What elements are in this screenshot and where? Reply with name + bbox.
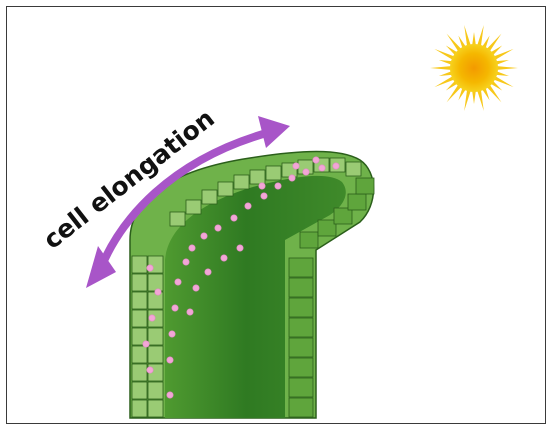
sun-ray [464, 89, 471, 111]
epidermis-cell [148, 346, 163, 363]
epidermis-cell [266, 166, 281, 180]
epidermis-cell [289, 298, 313, 317]
auxin-dot [147, 265, 153, 271]
auxin-dot [261, 193, 267, 199]
auxin-dot [169, 331, 175, 337]
sun-icon [430, 25, 518, 111]
epidermis-cell [132, 310, 147, 327]
auxin-dot [187, 309, 193, 315]
sun-ray [472, 32, 476, 46]
epidermis-cell [132, 364, 147, 381]
epidermis-cell [148, 274, 163, 291]
arrow-head-top [258, 116, 290, 148]
auxin-dot [259, 183, 265, 189]
epidermis-cell [289, 378, 313, 397]
epidermis-cell [250, 170, 265, 184]
epidermis-cell [132, 256, 147, 273]
epidermis-cell [202, 190, 217, 204]
auxin-dot [215, 225, 221, 231]
auxin-dot [221, 255, 227, 261]
auxin-dot [313, 157, 319, 163]
epidermis-cell [346, 162, 361, 176]
epidermis-cell [132, 400, 147, 417]
auxin-dot [155, 289, 161, 295]
auxin-dot [289, 175, 295, 181]
auxin-dot [275, 183, 281, 189]
auxin-dot [193, 285, 199, 291]
auxin-dot [175, 279, 181, 285]
epidermis-cell [148, 382, 163, 399]
sun-ray [472, 90, 476, 104]
sun-ray [477, 89, 484, 111]
auxin-dot [143, 341, 149, 347]
epidermis-cell [132, 382, 147, 399]
auxin-dot [183, 259, 189, 265]
epidermis-cell [132, 346, 147, 363]
auxin-dot [149, 315, 155, 321]
epidermis-cell [234, 175, 249, 189]
auxin-dot [319, 165, 325, 171]
auxin-dot [167, 357, 173, 363]
epidermis-cell [300, 232, 318, 248]
sun-ray [477, 25, 484, 47]
epidermis-cell [289, 278, 313, 297]
sun-core [450, 44, 498, 92]
epidermis-cell [289, 318, 313, 337]
epidermis-cell [218, 182, 233, 196]
epidermis-cell [348, 194, 366, 210]
plant-shoot-icon [130, 152, 374, 419]
auxin-dot [167, 392, 173, 398]
auxin-dot [147, 367, 153, 373]
epidermis-cell [289, 358, 313, 377]
epidermis-cell [289, 398, 313, 417]
auxin-dot [201, 233, 207, 239]
auxin-dot [237, 245, 243, 251]
sun-ray [496, 66, 518, 70]
epidermis-cell [170, 212, 185, 226]
epidermis-cell [186, 200, 201, 214]
epidermis-cell [318, 220, 336, 236]
auxin-dot [205, 269, 211, 275]
epidermis-cell [356, 178, 374, 194]
epidermis-cell [289, 338, 313, 357]
auxin-dot [303, 169, 309, 175]
epidermis-cell [148, 328, 163, 345]
sun-ray [464, 25, 471, 47]
auxin-dot [333, 163, 339, 169]
auxin-dot [189, 245, 195, 251]
epidermis-cell [148, 292, 163, 309]
auxin-dot [172, 305, 178, 311]
sun-ray [430, 66, 452, 70]
epidermis-cell [289, 258, 313, 277]
auxin-dot [231, 215, 237, 221]
auxin-dot [293, 163, 299, 169]
epidermis-cell [132, 292, 147, 309]
auxin-dot [245, 203, 251, 209]
epidermis-cell [132, 274, 147, 291]
epidermis-cell [148, 400, 163, 417]
